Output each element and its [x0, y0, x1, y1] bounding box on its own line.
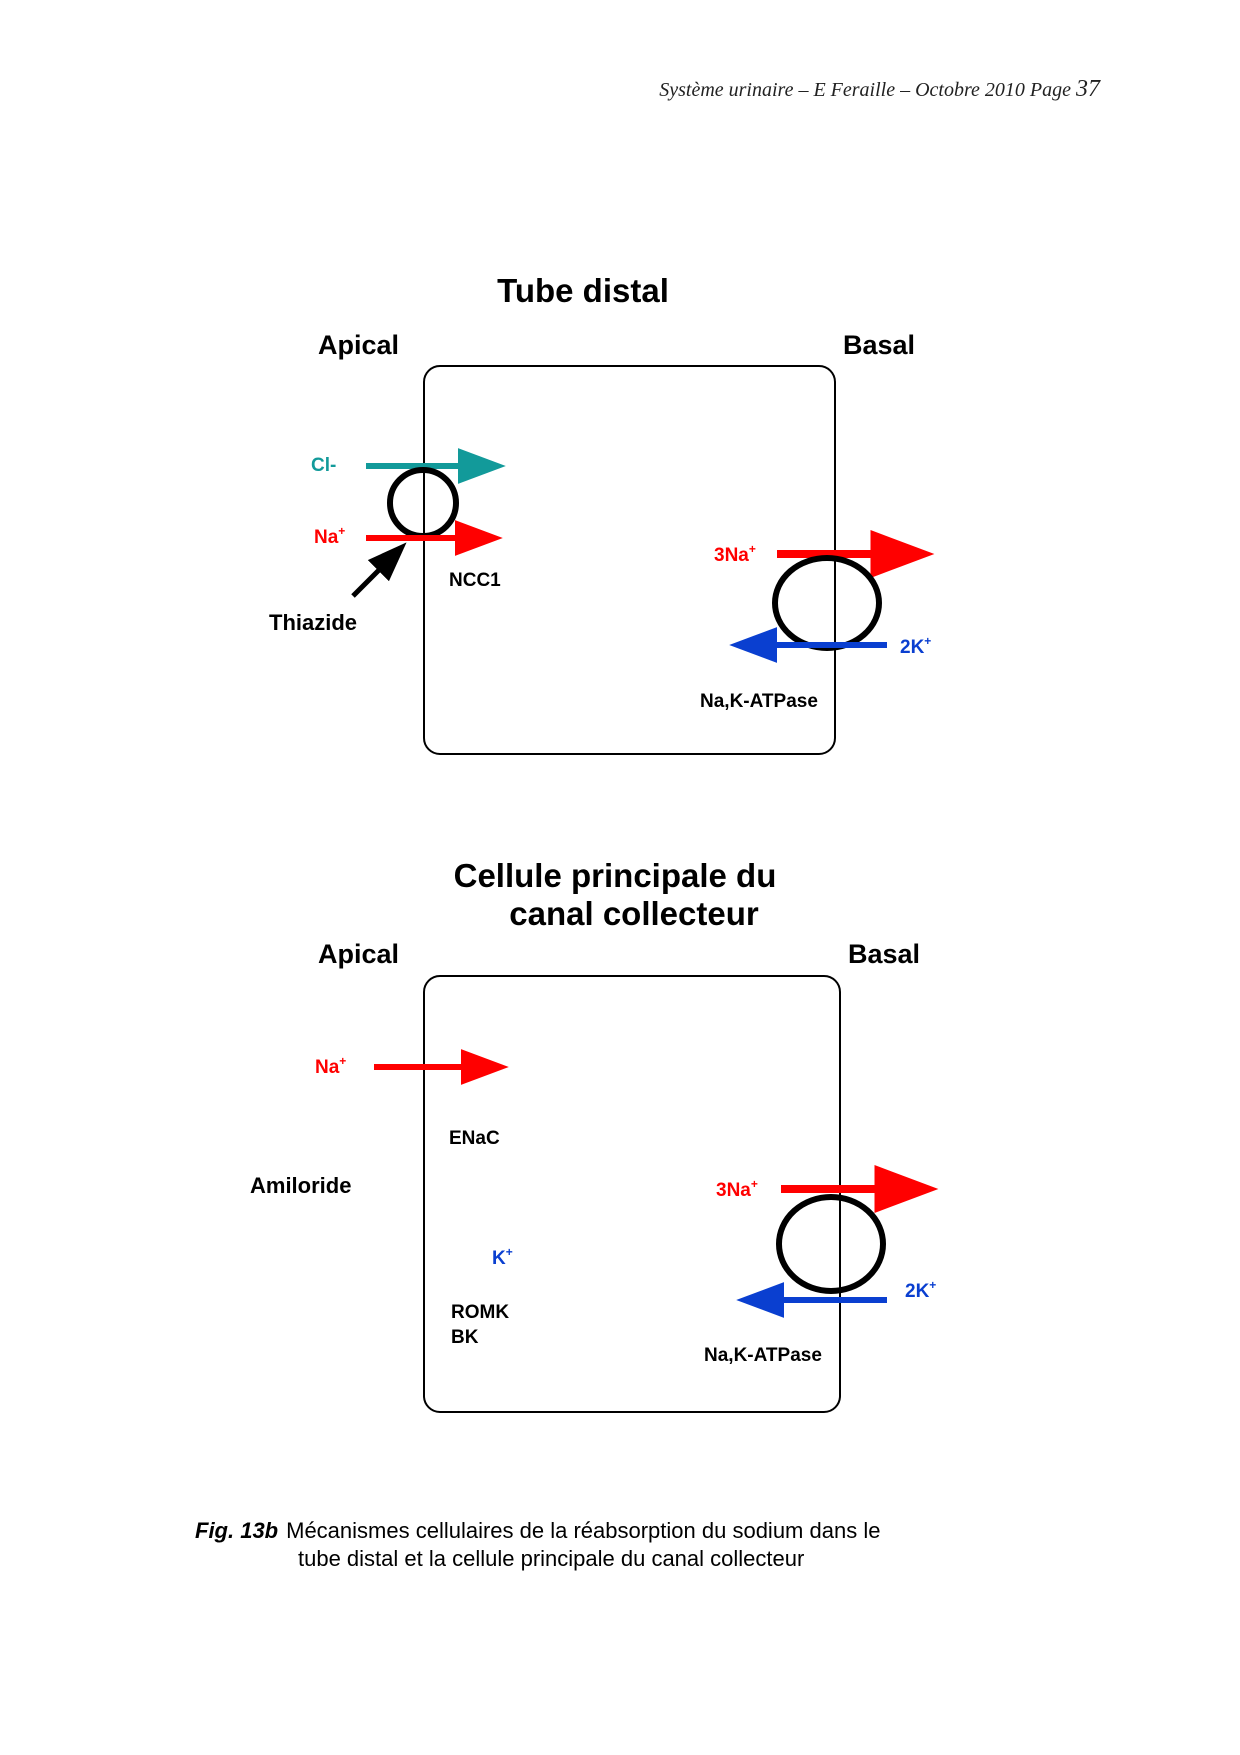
potassium2-label: 2K+: [900, 634, 931, 658]
drug-label: Amiloride: [250, 1173, 351, 1198]
figure-label: Fig. 13b: [195, 1518, 279, 1543]
na-k-atpase-label: Na,K-ATPase: [704, 1345, 822, 1366]
header-text: Système urinaire – E Feraille – Octobre …: [659, 79, 1076, 101]
caption-line-2: tube distal et la cellule principale du …: [298, 1546, 805, 1571]
sodium-label: Na+: [314, 524, 345, 548]
chloride-label: Cl-: [311, 455, 336, 476]
potassium-label: K+: [492, 1245, 513, 1269]
romk-label: ROMK: [451, 1302, 509, 1323]
basal-label: Basal: [848, 939, 920, 969]
diagram-collecting-duct: Cellule principale du canal collecteur A…: [250, 857, 939, 1413]
apical-label: Apical: [318, 939, 399, 969]
bk-label: BK: [451, 1327, 479, 1348]
cell-outline: [423, 975, 841, 1413]
diagram-tube-distal: Tube distal Apical Basal Cl- Na+ NCC1 Th…: [269, 272, 935, 755]
ncc-label: NCC1: [449, 570, 501, 591]
sodium-label: Na+: [315, 1054, 346, 1078]
na-k-atpase-circle: [772, 555, 882, 651]
diagram-title-line-2: canal collecteur: [509, 895, 759, 932]
na-k-atpase-label: Na,K-ATPase: [700, 691, 818, 712]
diagram-title-line-1: Cellule principale du: [454, 857, 777, 894]
diagram-title: Tube distal: [497, 272, 669, 309]
figure-caption: Fig. 13b Mécanismes cellulaires de la réa…: [195, 1517, 1095, 1573]
inhibition-arrow: [351, 542, 407, 598]
page-number: 37: [1076, 76, 1100, 102]
apical-label: Apical: [318, 330, 399, 360]
na-k-atpase-circle: [776, 1194, 886, 1294]
drug-label: Thiazide: [269, 610, 357, 635]
page-header: Système urinaire – E Feraille – Octobre …: [0, 76, 1100, 103]
potassium2-label: 2K+: [905, 1278, 936, 1302]
basal-label: Basal: [843, 330, 915, 360]
sodium3-label: 3Na+: [714, 542, 756, 566]
caption-line-1: Mécanismes cellulaires de la réabsorptio…: [286, 1518, 881, 1543]
enac-label: ENaC: [449, 1128, 500, 1149]
sodium3-label: 3Na+: [716, 1177, 758, 1201]
